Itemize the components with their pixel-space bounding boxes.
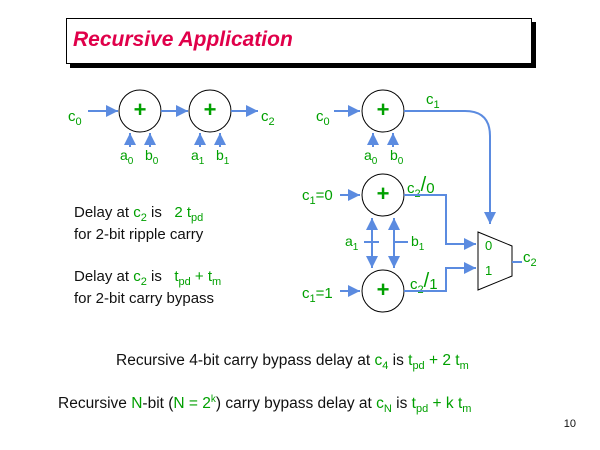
- title-box: Recursive Application: [66, 18, 532, 64]
- ripple-desc: for 2-bit ripple carry: [74, 226, 204, 243]
- bypass-delay-line: Delay at c2 is tpd + tm: [74, 266, 221, 293]
- ripple-prefix: Delay at: [74, 204, 134, 221]
- input-b1: b1: [216, 147, 230, 167]
- adder-plus-1: +: [134, 97, 147, 122]
- bypass-prefix: Delay at: [74, 268, 134, 285]
- page-number: 10: [563, 418, 576, 430]
- bypass-desc: for 2-bit carry bypass: [74, 290, 215, 307]
- mid-carry-label: c1=0: [302, 187, 333, 207]
- chain-c2-label: c2: [261, 108, 275, 128]
- bot-carry-label: c1=1: [302, 285, 333, 305]
- ripple-mid: is: [146, 204, 166, 221]
- adder-plus-mid: +: [377, 181, 390, 206]
- shared-input-a1: a1: [345, 233, 359, 253]
- bypass-circuit: c0 + a0 b0 c1 c1=0 + c2/0 c1=1 + c2/1 a1…: [302, 89, 537, 313]
- mux-in1: 1: [485, 263, 492, 278]
- top-c1-label: c1: [426, 91, 440, 111]
- bypass-sig: c2: [133, 268, 147, 288]
- recursion-line-2: Recursive N-bit (N = 2k) carry bypass de…: [58, 394, 472, 416]
- recursion-line-1: Recursive 4-bit carry bypass delay at c4…: [116, 352, 469, 373]
- adder-plus-top: +: [377, 97, 390, 122]
- mux-in0: 0: [485, 238, 492, 253]
- slide-title: Recursive Application: [73, 28, 293, 51]
- ripple-chain: c0 + + c2 a0 b0 a1 b1: [68, 89, 275, 167]
- top-input-b0: b0: [390, 147, 404, 167]
- bot-output-label: c2/1: [410, 270, 438, 296]
- wire-bot-out: [404, 262, 476, 292]
- adder-plus-bot: +: [377, 277, 390, 302]
- wire-mid-out: [404, 194, 476, 250]
- bypass-value: tpd + tm: [174, 268, 222, 288]
- input-b0: b0: [145, 147, 159, 167]
- adder-plus-2: +: [204, 97, 217, 122]
- ripple-sig: c2: [133, 204, 147, 224]
- ripple-value: 2 tpd: [174, 204, 204, 224]
- chain-c0-label: c0: [68, 108, 82, 128]
- bypass-mid: is: [146, 268, 166, 285]
- mid-output-label: c2/0: [407, 174, 435, 200]
- mux-out-label: c2: [523, 249, 537, 269]
- input-a0: a0: [120, 147, 134, 167]
- bypass-c0-label: c0: [316, 108, 330, 128]
- top-input-a0: a0: [364, 147, 378, 167]
- input-a1: a1: [191, 147, 205, 167]
- wire-c1-select: [404, 110, 496, 224]
- shared-input-b1: b1: [411, 233, 425, 253]
- mux-shape: [477, 231, 513, 291]
- ripple-delay-line: Delay at c2 is 2 tpd: [74, 202, 203, 229]
